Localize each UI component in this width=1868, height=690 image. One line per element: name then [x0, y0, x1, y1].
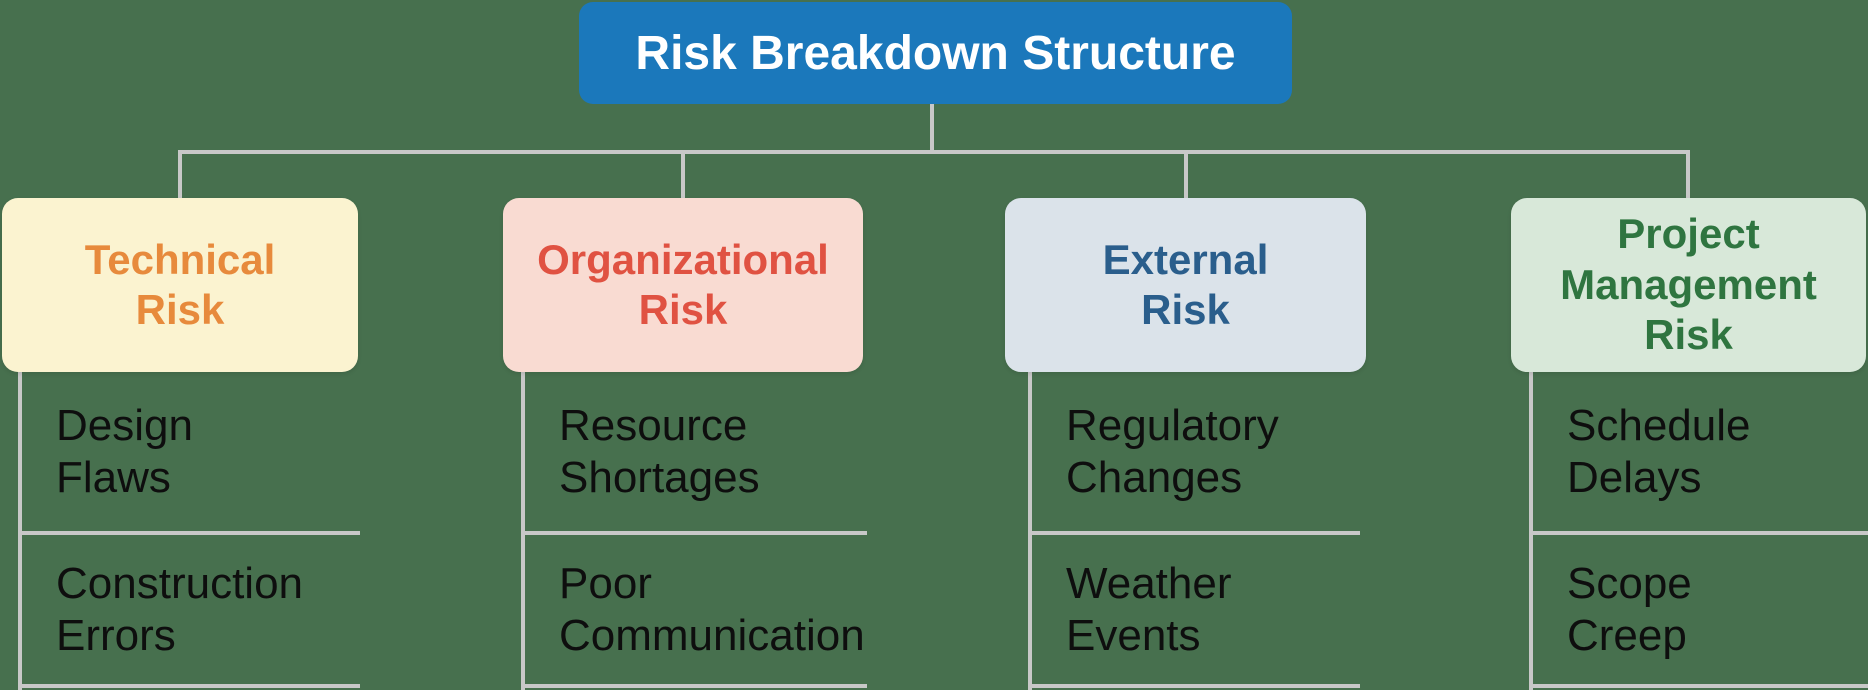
leaf-item-scope-creep: Scope Creep — [1567, 559, 1692, 660]
leaf-separator-project-management-2 — [1529, 684, 1868, 688]
category-box-organizational-risk: Organizational Risk — [503, 198, 863, 372]
leaf-separator-organizational-2 — [521, 684, 867, 688]
leaf-item-schedule-delays: Schedule Delays — [1567, 401, 1751, 502]
leaf-separator-external-1 — [1028, 531, 1360, 535]
leaf-item-poor-communication: Poor Communication — [559, 559, 865, 660]
leaf-separator-project-management-1 — [1529, 531, 1868, 535]
leaf-item-resource-shortages: Resource Shortages — [559, 401, 760, 502]
leaf-item-design-flaws: Design Flaws — [56, 401, 193, 502]
leaf-item-weather-events: Weather Events — [1066, 559, 1232, 660]
connector-drop-project-management — [1686, 150, 1690, 198]
connector-drop-technical — [178, 150, 182, 198]
category-box-project-management-risk: Project Management Risk — [1511, 198, 1866, 372]
category-box-technical-risk: Technical Risk — [2, 198, 358, 372]
category-box-external-risk: External Risk — [1005, 198, 1366, 372]
leaf-separator-external-2 — [1028, 684, 1360, 688]
connector-root-stub — [930, 104, 934, 154]
connector-horizontal-bar — [178, 150, 1690, 154]
leaf-separator-technical-1 — [18, 531, 360, 535]
leaf-separator-organizational-1 — [521, 531, 867, 535]
root-node-title: Risk Breakdown Structure — [579, 2, 1292, 104]
connector-drop-organizational — [681, 150, 685, 198]
connector-drop-external — [1184, 150, 1188, 198]
leaf-separator-technical-2 — [18, 684, 360, 688]
leaf-item-regulatory-changes: Regulatory Changes — [1066, 401, 1279, 502]
leaf-item-construction-errors: Construction Errors — [56, 559, 304, 660]
